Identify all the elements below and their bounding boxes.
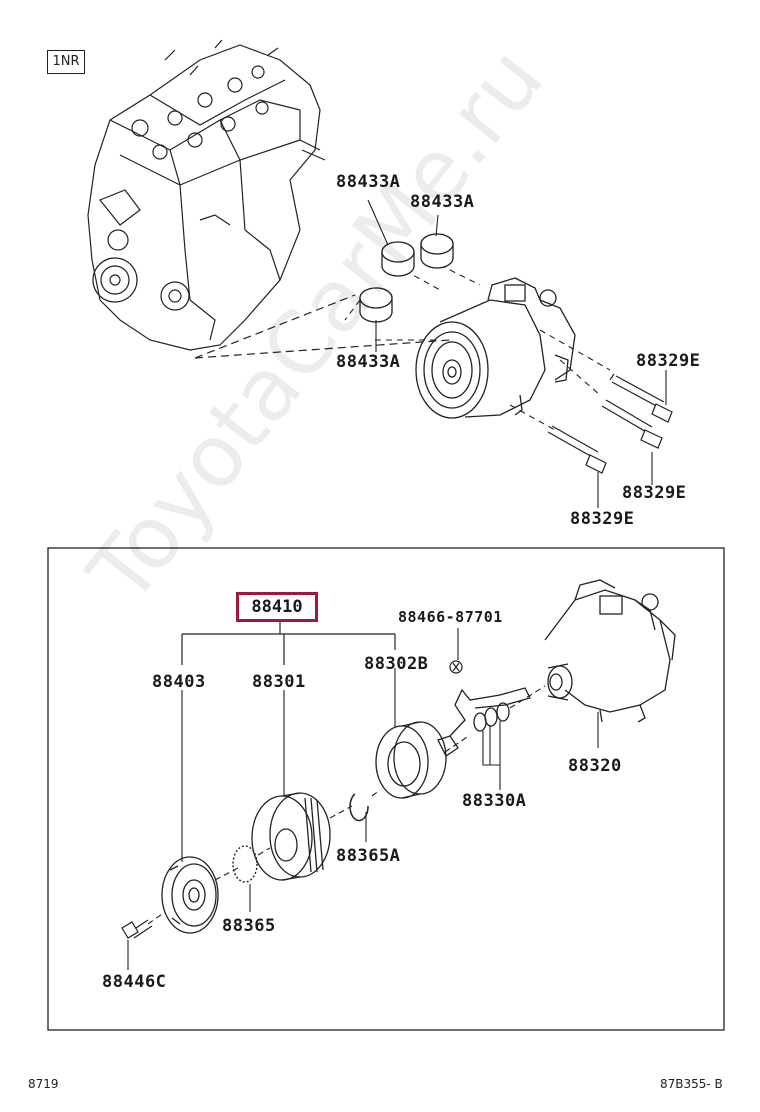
engine-link-dash bbox=[194, 294, 451, 359]
top-compressor-drawing bbox=[415, 277, 576, 419]
label-bolt-1[interactable]: 88329E bbox=[636, 351, 701, 371]
coil-drawing bbox=[375, 687, 531, 799]
label-compressor[interactable]: 88320 bbox=[568, 756, 622, 776]
hub-drawing bbox=[161, 856, 219, 934]
footer-figure-code: 87B355- B bbox=[660, 1077, 723, 1091]
label-snap-ring[interactable]: 88365A bbox=[336, 846, 401, 866]
label-bushing-1[interactable]: 88433A bbox=[336, 172, 401, 192]
pulley-drawing bbox=[251, 792, 331, 881]
shims-leader bbox=[482, 721, 501, 790]
assembly-axis-dash bbox=[147, 685, 546, 925]
bushings-drawing bbox=[359, 233, 454, 323]
footer-page-number: 8719 bbox=[28, 1077, 59, 1091]
label-hub[interactable]: 88403 bbox=[152, 672, 206, 692]
bolt-leaders bbox=[597, 370, 667, 508]
label-shims[interactable]: 88330A bbox=[462, 791, 527, 811]
screw-drawing bbox=[449, 660, 463, 674]
label-bushing-3[interactable]: 88433A bbox=[336, 352, 401, 372]
label-screw[interactable]: 88466-87701 bbox=[398, 608, 503, 626]
compressor-body-drawing bbox=[544, 579, 676, 723]
label-coil[interactable]: 88302B bbox=[364, 654, 429, 674]
detail-frame bbox=[47, 547, 725, 1031]
label-assembly-highlight[interactable]: 88410 bbox=[236, 592, 318, 622]
label-bushing-2[interactable]: 88433A bbox=[410, 192, 475, 212]
snap-ring-drawing bbox=[349, 793, 369, 822]
shims-drawing bbox=[473, 702, 510, 732]
top-bushing-dash bbox=[344, 264, 481, 341]
label-bolt-3[interactable]: 88329E bbox=[570, 509, 635, 529]
label-small-bolt[interactable]: 88446C bbox=[102, 972, 167, 992]
bolts-drawing bbox=[547, 373, 673, 474]
engine-code-box: 1NR bbox=[47, 50, 85, 74]
bushing-leaders bbox=[367, 199, 439, 352]
small-bolt-drawing bbox=[121, 919, 153, 939]
top-bolt-dash bbox=[509, 329, 611, 431]
label-pulley[interactable]: 88301 bbox=[252, 672, 306, 692]
label-spacer[interactable]: 88365 bbox=[222, 916, 276, 936]
spacer-ring-drawing bbox=[232, 845, 258, 883]
assembly-bracket bbox=[181, 622, 396, 665]
engine-block-drawing bbox=[87, 39, 326, 351]
label-bolt-2[interactable]: 88329E bbox=[622, 483, 687, 503]
